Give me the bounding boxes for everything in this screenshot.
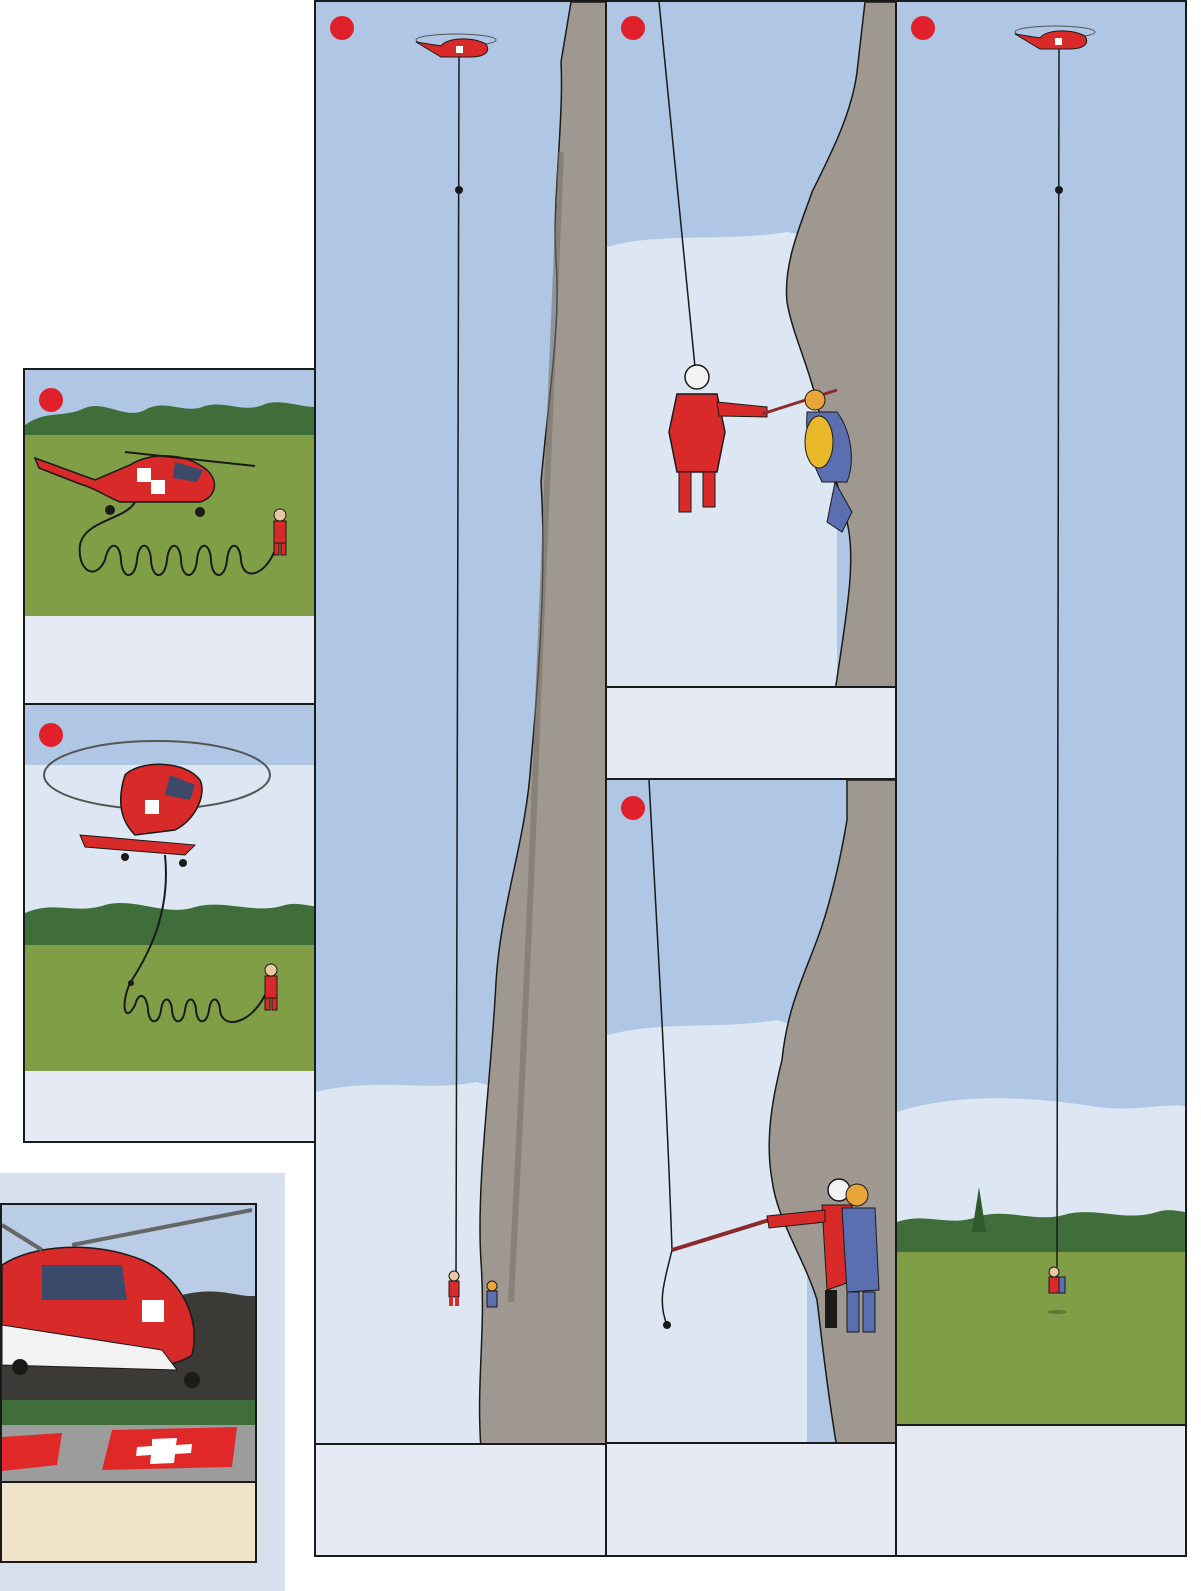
panel-caption	[25, 1071, 316, 1141]
red-dot-icon	[39, 723, 63, 747]
red-dot-icon	[621, 796, 645, 820]
scene-climber-secured	[607, 780, 897, 1557]
red-dot-icon	[39, 388, 63, 412]
panel-caption	[25, 616, 316, 703]
panel-climber-reach	[605, 0, 897, 780]
panel-caption	[316, 1443, 605, 1555]
panel-caption	[897, 1424, 1185, 1555]
panel-caption	[607, 686, 895, 778]
treeline	[25, 903, 318, 950]
panel-inset-landing	[0, 1203, 257, 1563]
panel-caption	[607, 1442, 895, 1555]
climber-figure	[487, 1281, 497, 1307]
scene-flight-to-meadow	[897, 2, 1187, 1557]
scene-cliff-long-line	[316, 2, 607, 1557]
panel-takeoff	[23, 703, 318, 1143]
page-title	[0, 0, 1, 1]
panel-ground-coil	[23, 368, 318, 705]
red-dot-icon	[330, 16, 354, 40]
red-dot-icon	[911, 16, 935, 40]
panel-flight-to-meadow	[895, 0, 1187, 1557]
red-dot-icon	[621, 16, 645, 40]
meadow	[897, 1252, 1187, 1430]
panel-caption	[2, 1481, 255, 1561]
inset-frame	[0, 1173, 285, 1591]
panel-climber-secured	[605, 778, 897, 1557]
panel-cliff-long-line	[314, 0, 607, 1557]
scene-climber-reach	[607, 2, 897, 780]
